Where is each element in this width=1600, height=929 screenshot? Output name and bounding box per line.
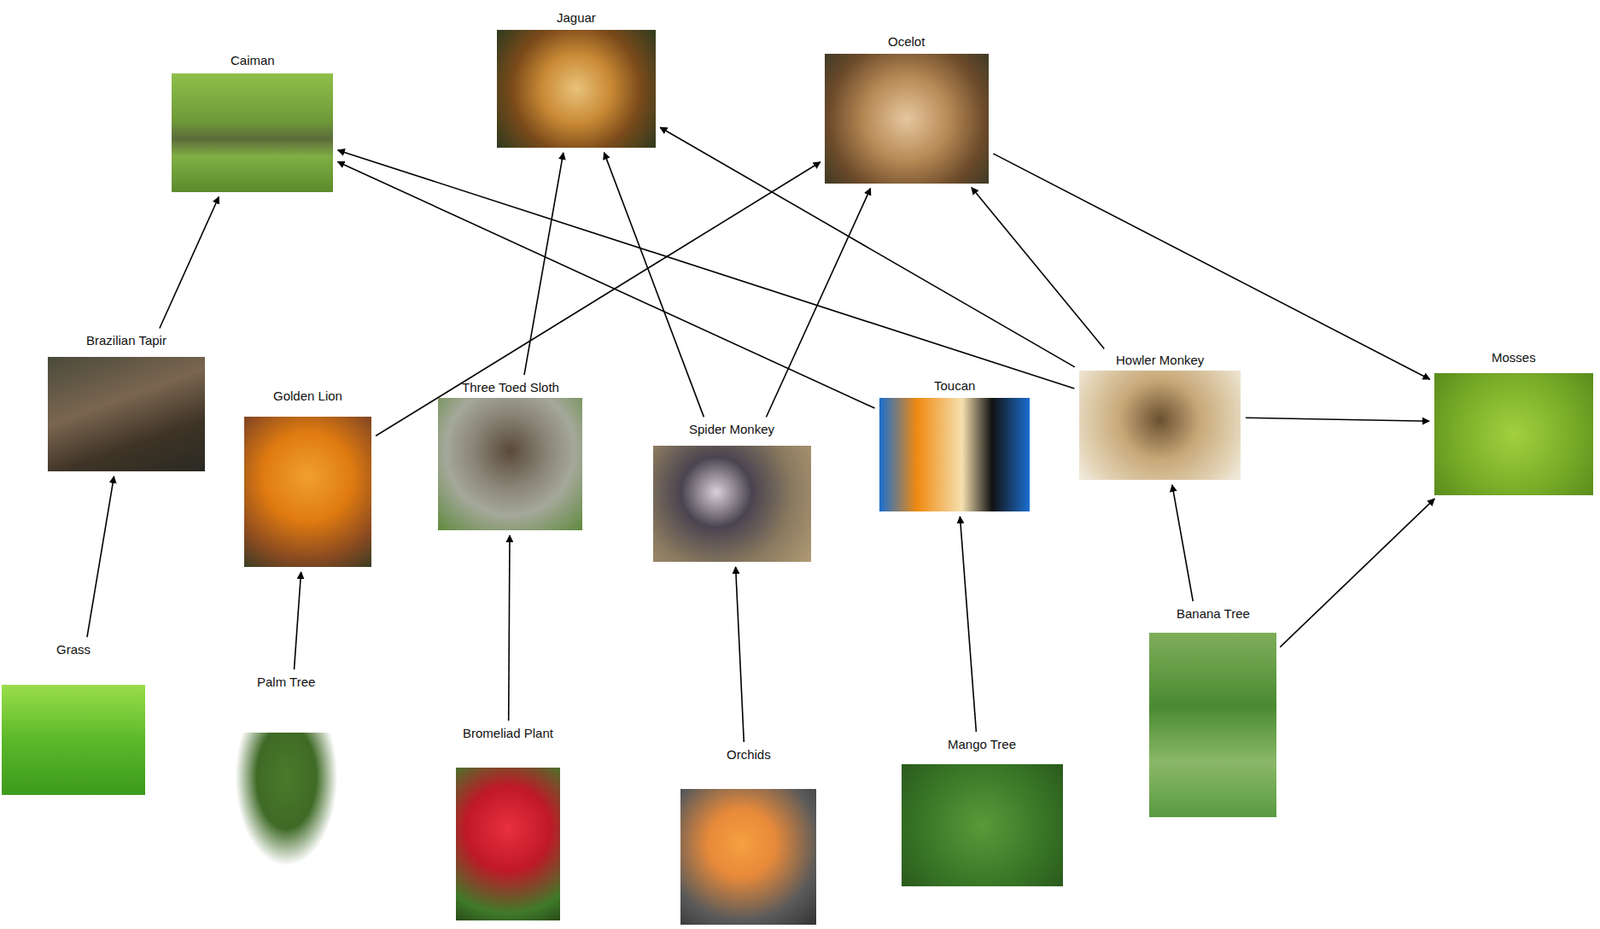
food-arrow — [338, 150, 1075, 389]
species-photo — [879, 397, 1030, 512]
food-arrow — [375, 162, 821, 437]
species-photo — [824, 53, 989, 184]
species-label: Ocelot — [887, 34, 925, 49]
food-arrow — [338, 161, 876, 409]
species-node: Ocelot — [824, 34, 989, 184]
species-node: Toucan — [879, 378, 1030, 512]
species-label: Brazilian Tapir — [86, 332, 167, 348]
species-label: Caiman — [230, 52, 275, 68]
species-label: Golden Lion — [273, 388, 343, 403]
species-node: Caiman — [171, 52, 333, 193]
species-node: Orchids — [680, 747, 817, 925]
species-photo — [1149, 632, 1277, 818]
species-node: Banana Tree — [1149, 606, 1277, 818]
species-node: Golden Lion — [244, 388, 372, 567]
species-node: Brazilian Tapir — [47, 332, 205, 472]
food-arrow — [508, 535, 510, 721]
species-label: Three Toed Sloth — [461, 379, 560, 395]
species-photo — [901, 764, 1063, 887]
species-photo — [653, 445, 812, 562]
species-label: Jaguar — [556, 10, 596, 25]
species-photo — [455, 767, 561, 921]
food-arrow — [735, 566, 745, 742]
species-node: Howler Monkey — [1079, 352, 1241, 480]
food-arrow — [294, 572, 302, 670]
species-photo — [1434, 373, 1594, 496]
food-arrow — [959, 516, 976, 732]
species-label: Mosses — [1491, 350, 1536, 365]
species-photo — [47, 356, 205, 472]
species-photo — [680, 788, 817, 925]
species-label: Banana Tree — [1176, 606, 1250, 621]
species-photo — [496, 29, 656, 148]
food-arrow — [604, 152, 705, 418]
species-photo — [226, 732, 347, 882]
species-photo — [1, 684, 146, 795]
species-label: Toucan — [934, 378, 976, 393]
species-node: Mango Tree — [901, 736, 1063, 887]
food-arrow — [524, 152, 564, 375]
food-arrow — [1245, 417, 1430, 421]
species-label: Orchids — [726, 747, 771, 762]
species-photo — [437, 397, 583, 531]
species-label: Spider Monkey — [689, 421, 775, 437]
species-node: Jaguar — [496, 10, 656, 148]
species-photo — [1079, 370, 1241, 480]
food-arrow — [159, 197, 219, 329]
species-node: Grass — [1, 642, 146, 795]
food-arrow — [1279, 498, 1435, 648]
species-node: Three Toed Sloth — [437, 379, 583, 531]
species-node: Palm Tree — [226, 674, 347, 882]
species-photo — [171, 73, 333, 193]
food-arrow — [1172, 484, 1193, 602]
species-label: Bromeliad Plant — [462, 725, 554, 741]
species-label: Howler Monkey — [1115, 352, 1204, 368]
species-node: Spider Monkey — [653, 421, 812, 562]
species-photo — [244, 416, 372, 567]
species-label: Grass — [56, 642, 91, 657]
food-arrow — [992, 153, 1430, 380]
species-node: Bromeliad Plant — [455, 725, 561, 921]
food-arrow — [87, 476, 115, 637]
species-label: Palm Tree — [256, 674, 316, 690]
species-label: Mango Tree — [947, 736, 1017, 752]
food-arrow — [971, 187, 1104, 350]
species-node: Mosses — [1434, 350, 1594, 496]
